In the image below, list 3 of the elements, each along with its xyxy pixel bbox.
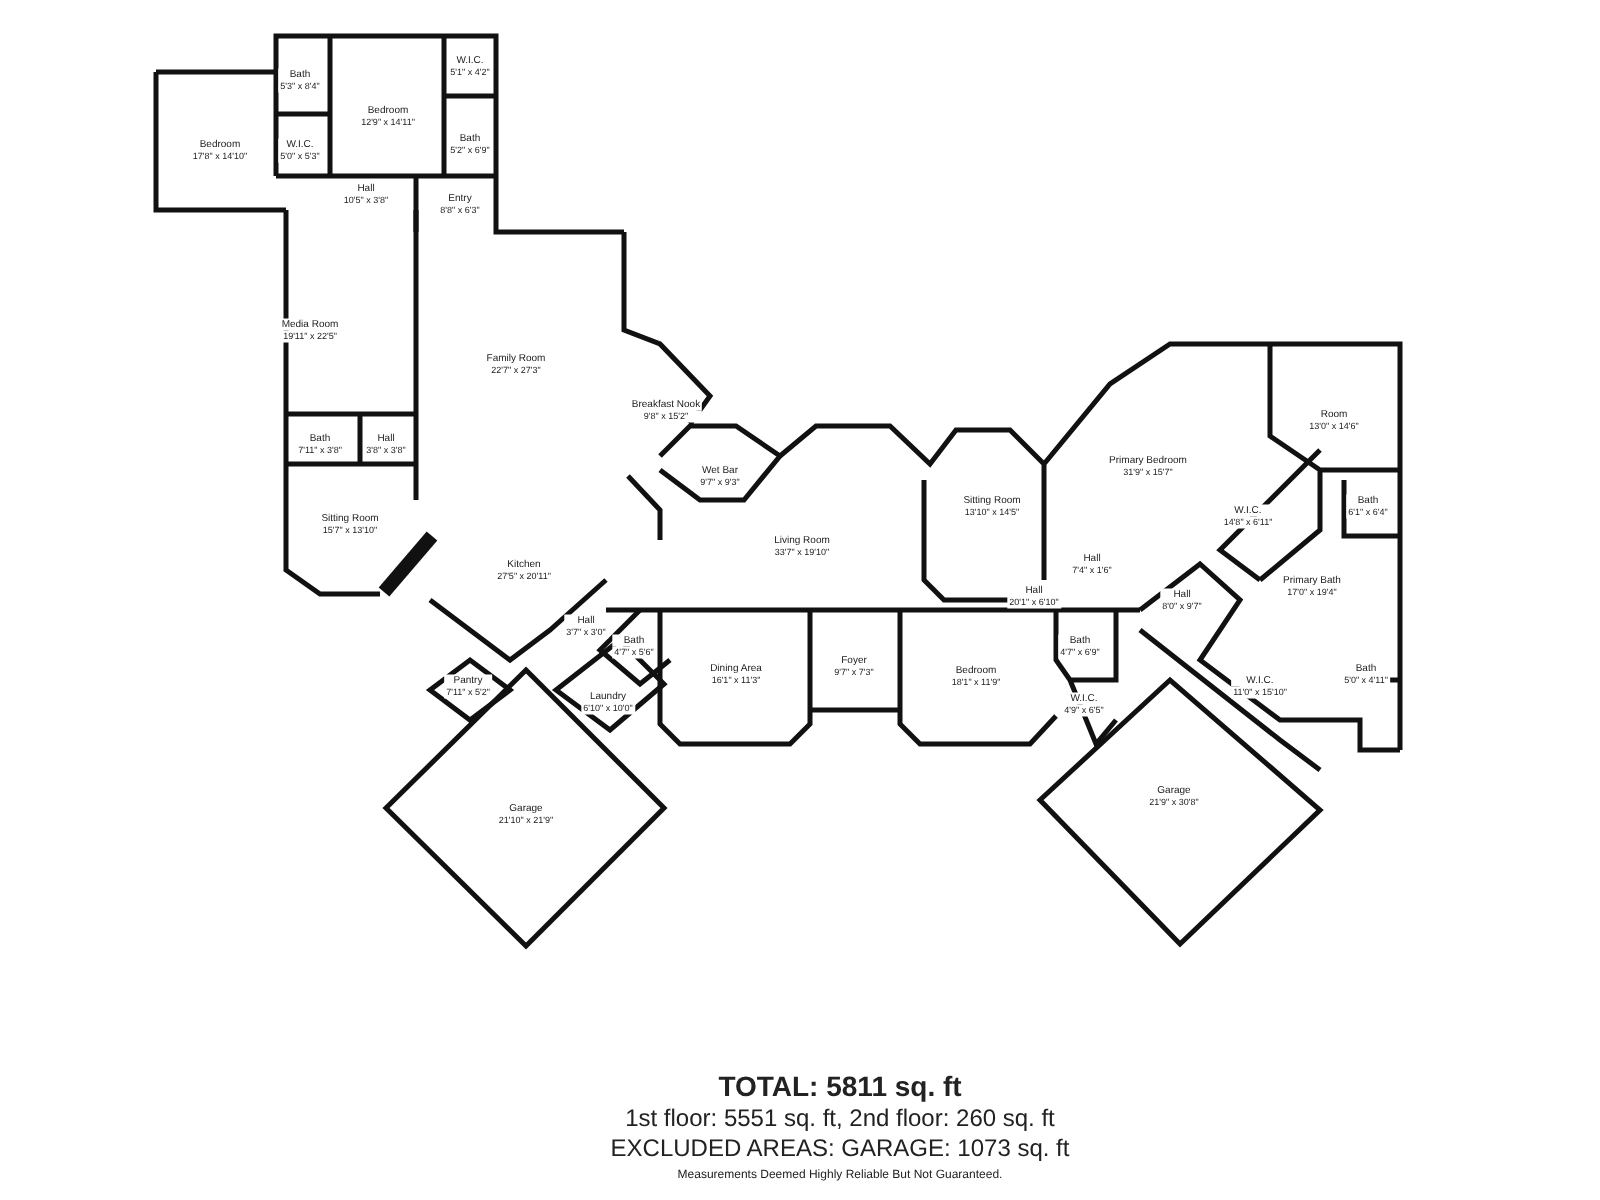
total-area-heading: TOTAL: 5811 sq. ft — [716, 1070, 964, 1102]
area-note: 1st floor: 5551 sq. ft, 2nd floor: 260 sq. ft — [623, 1104, 1057, 1132]
area-note: EXCLUDED AREAS: GARAGE: 1073 sq. ft — [608, 1134, 1072, 1162]
